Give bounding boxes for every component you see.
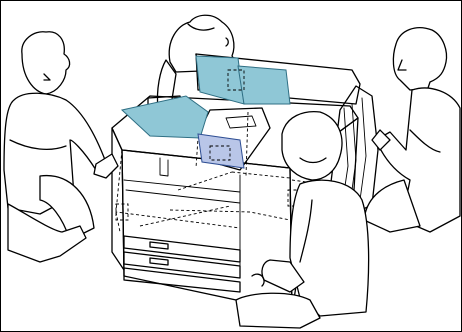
highlight-top-right (238, 66, 290, 104)
highlight-control-panel (198, 134, 244, 168)
